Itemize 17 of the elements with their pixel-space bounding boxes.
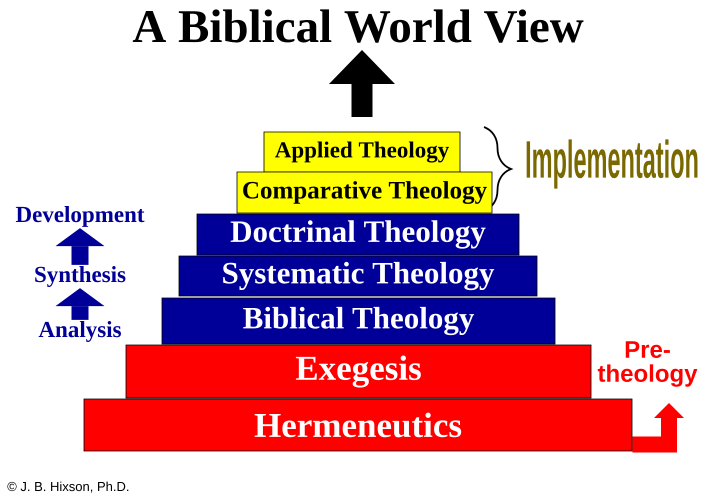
stage-label: Synthesis	[35, 266, 126, 287]
block-arrow	[56, 288, 104, 320]
copyright-note: © J. B. Hixson, Ph.D.	[7, 482, 128, 493]
side-label: Pre- theology	[598, 341, 698, 387]
layer-box: Comparative Theology	[236, 172, 492, 214]
layer-box: Exegesis	[126, 344, 592, 398]
layer-box: Biblical Theology	[162, 298, 556, 344]
layer-box: Doctrinal Theology	[196, 214, 520, 256]
layer-box: Applied Theology	[264, 132, 460, 172]
stage-label: Development	[16, 206, 144, 227]
block-arrow	[56, 228, 104, 265]
wordart-text: Implementation	[526, 139, 698, 189]
stage-label: Analysis	[38, 321, 121, 342]
layer-box: Hermeneutics	[84, 398, 632, 452]
title: A Biblical World View	[132, 9, 584, 43]
layer-box: Systematic Theology	[178, 256, 538, 296]
bent-arrow	[632, 403, 684, 452]
